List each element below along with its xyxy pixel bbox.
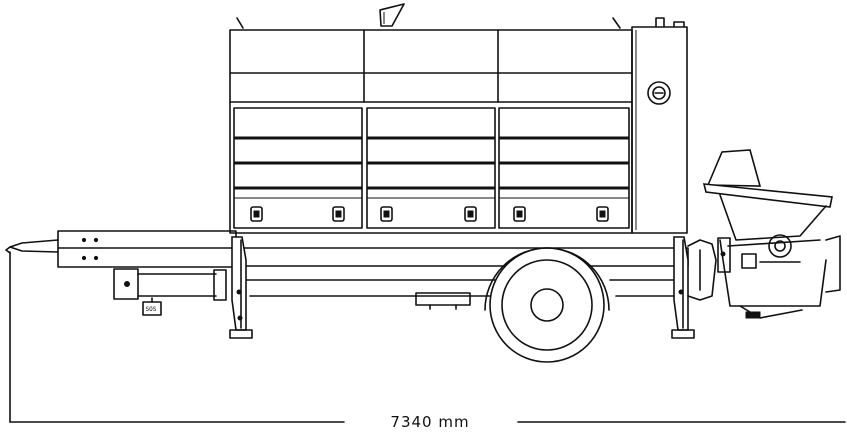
latch-icon xyxy=(332,206,345,222)
plate-label: SOS xyxy=(146,306,157,313)
hopper-unit xyxy=(687,149,841,319)
wheel xyxy=(484,247,610,363)
overall-length-label: 7340 mm xyxy=(390,413,469,431)
door-latches xyxy=(250,206,609,222)
chassis xyxy=(239,247,689,310)
drawbar: SOS xyxy=(5,230,237,316)
latch-icon xyxy=(596,206,609,222)
filler-cap-icon xyxy=(647,81,671,105)
roof-details xyxy=(236,3,685,29)
dimension-line xyxy=(9,251,846,423)
latch-icon xyxy=(250,206,263,222)
main-housing xyxy=(229,26,688,234)
outriggers xyxy=(229,236,695,339)
louvre-panels xyxy=(233,107,630,229)
latch-icon xyxy=(464,206,477,222)
latch-icon xyxy=(513,206,526,222)
latch-icon xyxy=(380,206,393,222)
